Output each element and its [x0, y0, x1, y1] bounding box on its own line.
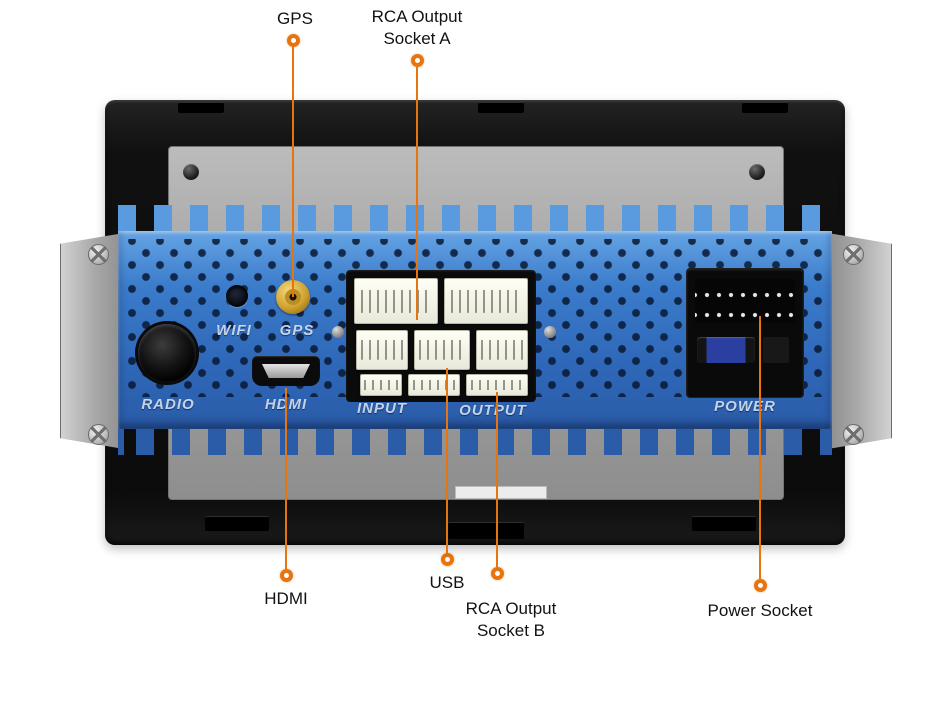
power-socket-pins: [695, 279, 795, 323]
usb-socket-3: [476, 330, 528, 370]
print-wifi: WIFI: [216, 322, 252, 339]
callout-dot-usb: [441, 553, 454, 566]
mounting-bracket-right: [828, 233, 892, 449]
callout-line-gps: [292, 47, 294, 297]
rca-socket-b-1: [360, 374, 402, 396]
rca-socket-b-2: [408, 374, 460, 396]
callout-line-hdmi: [285, 388, 287, 569]
usb-socket-1: [356, 330, 408, 370]
callout-line-power: [759, 316, 761, 579]
callout-label-rca-a: RCA Output Socket A: [371, 7, 463, 49]
bracket-screw: [843, 424, 864, 445]
heatsink-screw: [544, 326, 556, 338]
frame-slot: [448, 522, 524, 539]
radio-antenna-connector: [138, 324, 196, 382]
frame-slot: [692, 516, 756, 531]
callout-label-rca-b: RCA Output Socket B: [465, 599, 557, 641]
callout-dot-rca-a: [411, 54, 424, 67]
frame-slot: [178, 102, 224, 113]
panel-screw: [749, 164, 765, 180]
callout-dot-gps: [287, 34, 300, 47]
print-radio: RADIO: [141, 396, 195, 413]
bracket-screw: [843, 244, 864, 265]
callout-label-power: Power Socket: [707, 601, 813, 620]
frame-slot: [742, 102, 788, 113]
panel-screw: [183, 164, 199, 180]
callout-line-rca-b: [496, 392, 498, 567]
callout-dot-rca-b: [491, 567, 504, 580]
print-input: INPUT: [357, 400, 407, 417]
print-gps: GPS: [279, 322, 315, 339]
hdmi-port: [252, 356, 320, 386]
bracket-screw: [88, 424, 109, 445]
callout-line-usb: [446, 368, 448, 553]
print-output: OUTPUT: [459, 402, 527, 419]
mounting-bracket-left: [60, 233, 124, 449]
harness-connector-block: [346, 270, 536, 402]
power-socket-block: [763, 337, 789, 363]
print-power: POWER: [714, 398, 776, 415]
frame-slot: [205, 516, 269, 531]
hdmi-port-opening: [262, 364, 310, 378]
power-socket: [686, 268, 804, 398]
callout-label-hdmi: HDMI: [264, 589, 308, 608]
gps-antenna-connector: [276, 280, 310, 314]
power-fuse: [697, 337, 755, 363]
callout-line-rca-a: [416, 67, 418, 320]
bracket-screw: [88, 244, 109, 265]
gps-connector-core: [285, 289, 301, 305]
usb-socket-2: [414, 330, 470, 370]
rca-socket-a-left: [354, 278, 438, 324]
rca-socket-a-right: [444, 278, 528, 324]
heatsink-teeth-top: [118, 205, 832, 231]
callout-dot-power: [754, 579, 767, 592]
callout-label-gps: GPS: [277, 9, 313, 28]
label-sticker: [455, 486, 547, 499]
callout-label-usb: USB: [429, 573, 465, 592]
heatsink-screw: [332, 326, 344, 338]
frame-slot: [478, 102, 524, 113]
heatsink-teeth-bottom: [118, 429, 832, 455]
wifi-antenna-hole: [226, 285, 248, 307]
callout-dot-hdmi: [280, 569, 293, 582]
